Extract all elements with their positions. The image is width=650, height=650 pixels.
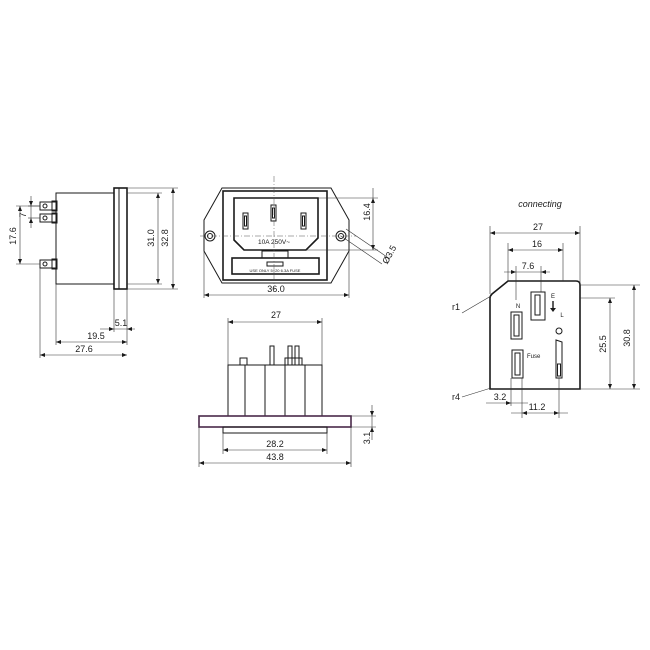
terminal-l — [555, 339, 563, 379]
label-l: L — [560, 313, 564, 319]
dim-27-cutout: 27 — [533, 222, 543, 232]
pin-earth — [270, 204, 277, 222]
label-n: N — [516, 304, 520, 310]
dim-36-0: 36.0 — [267, 284, 285, 294]
dim-5-1: 5.1 — [115, 318, 128, 328]
bottom-flange — [198, 415, 352, 428]
inlet-outer — [222, 190, 328, 281]
side-terminal-middle — [39, 212, 58, 224]
label-fuse: Fuse — [527, 354, 541, 360]
bottom-body — [227, 364, 323, 417]
bottom-lip — [222, 426, 328, 434]
dim-27-6: 27.6 — [75, 344, 93, 354]
bottom-pin-1 — [269, 345, 275, 366]
dim-32-8: 32.8 — [160, 229, 170, 247]
terminal-e — [530, 291, 546, 321]
pin-right — [300, 212, 307, 230]
dim-dia-3-5: Ø3.5 — [380, 244, 398, 266]
dim-28-2: 28.2 — [266, 439, 284, 449]
dim-16-4: 16.4 — [362, 203, 372, 221]
dim-11-2: 11.2 — [529, 402, 546, 412]
cutout-view: connecting 27 16 7.6 N E L — [452, 199, 640, 418]
label-r4: r4 — [452, 392, 460, 402]
dim-30-8: 30.8 — [622, 329, 632, 347]
dim-25-5: 25.5 — [598, 335, 608, 353]
terminal-fuse — [511, 349, 524, 379]
label-r1: r1 — [452, 302, 460, 312]
bottom-pin-3 — [294, 345, 300, 366]
side-body — [55, 192, 115, 285]
connecting-title: connecting — [518, 199, 562, 209]
bottom-view: 27 3.1 28.2 43.8 — [198, 310, 376, 467]
label-e: E — [551, 294, 555, 300]
side-flange — [113, 187, 128, 290]
terminal-l-hole — [555, 327, 563, 335]
dim-19-5: 19.5 — [87, 331, 105, 341]
dim-17-6: 17.6 — [8, 227, 18, 245]
side-terminal-bottom — [39, 258, 58, 270]
front-flange — [203, 187, 350, 284]
dim-31-0: 31.0 — [146, 229, 156, 247]
earth-arrow-icon — [550, 308, 556, 312]
dim-43-8: 43.8 — [266, 452, 284, 462]
dim-3-2: 3.2 — [494, 392, 507, 402]
dim-16: 16 — [532, 239, 542, 249]
dim-7-6: 7.6 — [522, 261, 535, 271]
fuse-label: USE ONLY 5×20 6.3A FUSE — [250, 268, 301, 273]
front-view: 10A 250V~ USE ONLY 5×20 6.3A FUSE 16.4 Ø… — [200, 176, 398, 298]
dim-3-1: 3.1 — [362, 432, 372, 445]
cutout-outline — [489, 280, 581, 390]
bottom-pin-2 — [287, 345, 293, 366]
terminal-n — [510, 311, 523, 340]
dim-27-bottom: 27 — [271, 310, 281, 320]
side-terminal-top — [39, 200, 58, 212]
pin-left — [242, 212, 249, 230]
side-view: 7 17.6 31.0 32.8 5.1 — [8, 187, 178, 358]
dim-7: 7 — [18, 212, 28, 217]
